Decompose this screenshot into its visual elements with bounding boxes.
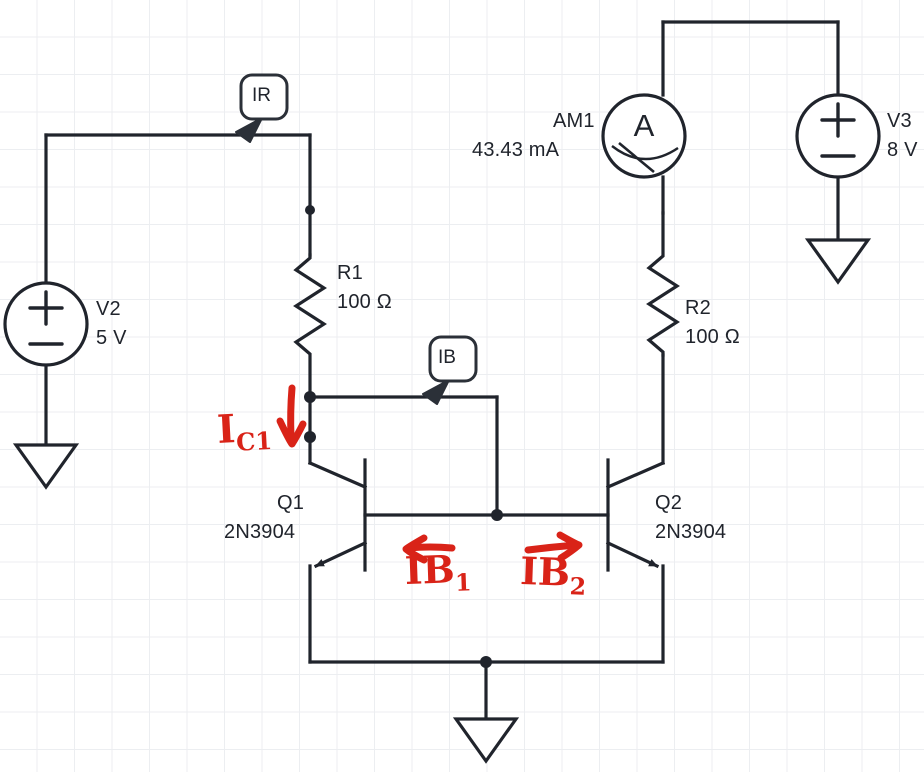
- annotation-arrow-ic1-down: [276, 384, 307, 448]
- source-v3-name: V3: [887, 110, 912, 132]
- source-v2-value: 5 V: [96, 327, 127, 349]
- source-v3-value: 8 V: [887, 139, 918, 161]
- transistor-q2-symbol: [605, 458, 666, 664]
- transistor-q1-name: Q1: [277, 492, 305, 514]
- voltage-source-v2-symbol: [3, 281, 89, 367]
- ground-symbol-emitter: [452, 717, 520, 764]
- net-tag-ir-pointer: [235, 117, 263, 143]
- wire-ammeter-to-top: [661, 20, 840, 97]
- net-tag-ib-box[interactable]: [428, 335, 478, 383]
- ground-symbol-v3: [804, 238, 872, 285]
- junction-dot-emitter-ground: [480, 656, 492, 668]
- net-tag-ir[interactable]: [235, 73, 289, 143]
- resistor-r2-value: 100 Ω: [685, 326, 740, 348]
- wire-base-bus: [308, 395, 610, 517]
- junction-dot-base-bus: [491, 509, 503, 521]
- resistor-r2-name: R2: [685, 297, 711, 319]
- net-tag-ir-box[interactable]: [239, 73, 289, 121]
- wire-emitter-rail: [308, 660, 665, 721]
- transistor-q1-symbol: [307, 458, 368, 664]
- annotation-arrow-ib2-right: [524, 531, 583, 562]
- transistor-q2-part: 2N3904: [655, 521, 727, 543]
- transistor-q2-name: Q2: [655, 492, 683, 514]
- annotation-arrow-ib1-left: [402, 534, 456, 564]
- resistor-r1-value: 100 Ω: [337, 291, 392, 313]
- resistor-r2-symbol: [646, 211, 680, 357]
- ammeter-am1-symbol: A: [601, 93, 687, 179]
- meter-am1-reading: 43.43 mA: [472, 139, 560, 161]
- net-tag-ir-label: IR: [252, 85, 271, 106]
- ammeter-glyph-a: A: [634, 108, 655, 143]
- ground-symbol-v2: [12, 443, 80, 490]
- junction-dot-r1-top: [305, 205, 315, 215]
- annotation-ic1-label: IC1: [216, 406, 273, 457]
- net-tag-ib-pointer: [422, 379, 450, 405]
- junction-dot-q1-collector: [304, 431, 316, 443]
- annotation-ib1-label: IB1: [404, 546, 473, 597]
- net-tag-ib[interactable]: [422, 335, 478, 405]
- wire-v2-branch: [44, 133, 312, 447]
- resistor-r1-symbol: [293, 253, 327, 399]
- meter-am1-name: AM1: [553, 110, 595, 132]
- voltage-source-v3-symbol: [795, 93, 881, 179]
- junction-dot-base-node: [304, 391, 316, 403]
- net-tag-ib-label: IB: [438, 347, 456, 368]
- annotation-ib2-label: IB2: [519, 548, 587, 601]
- resistor-r1-name: R1: [337, 262, 363, 284]
- transistor-q1-part: 2N3904: [224, 521, 296, 543]
- source-v2-name: V2: [96, 298, 121, 320]
